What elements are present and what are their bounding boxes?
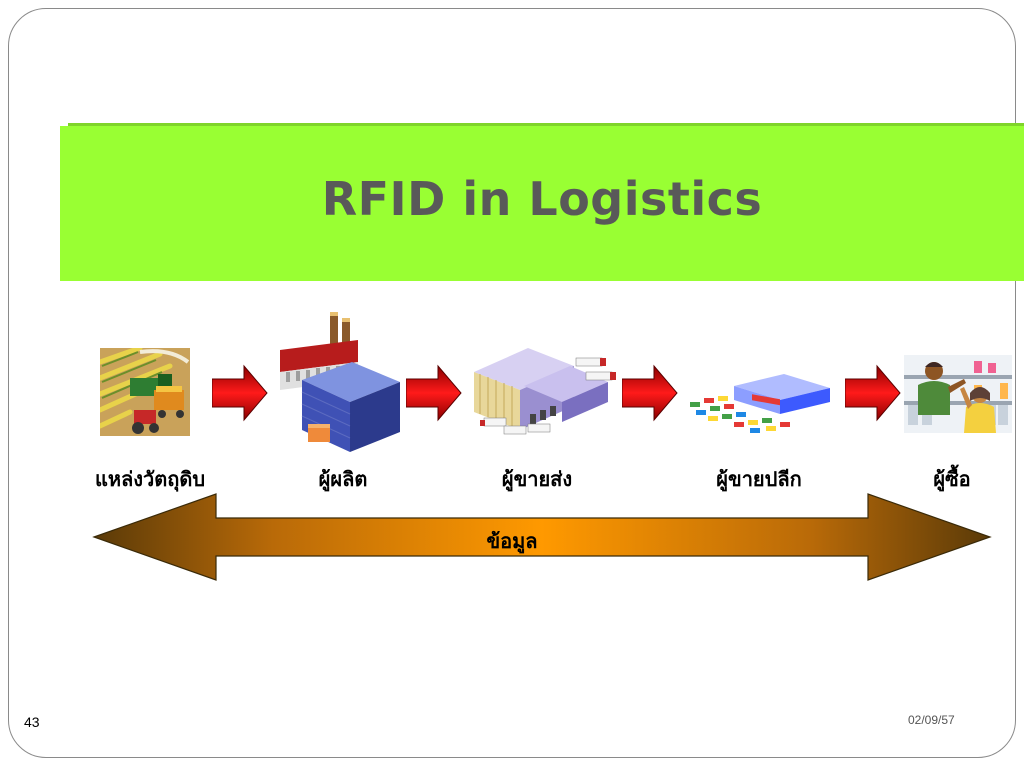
stage-label-buyer: ผู้ซื้อ bbox=[933, 467, 971, 491]
slide-date: 02/09/57 bbox=[908, 713, 955, 727]
retail-store-icon bbox=[690, 374, 830, 433]
flow-arrow-3 bbox=[622, 364, 678, 422]
slide-title: RFID in Logistics bbox=[321, 172, 763, 226]
farm-harvest-icon bbox=[100, 348, 190, 436]
title-band: RFID in Logistics bbox=[60, 123, 1024, 281]
stage-label-wholesaler: ผู้ขายส่ง bbox=[501, 467, 573, 491]
info-flow-label: ข้อมูล bbox=[486, 529, 538, 553]
flow-arrow-1 bbox=[212, 364, 268, 422]
shopper-icon bbox=[904, 355, 1012, 433]
info-flow-double-arrow bbox=[92, 493, 992, 581]
stage-label-retailer: ผู้ขายปลีก bbox=[716, 467, 802, 491]
flow-arrow-2 bbox=[406, 364, 462, 422]
stage-label-raw-material: แหล่งวัตถุดิบ bbox=[94, 467, 206, 491]
flow-arrow-4 bbox=[845, 364, 901, 422]
factory-icon bbox=[280, 312, 400, 452]
page-number: 43 bbox=[24, 714, 40, 730]
stage-label-manufacturer: ผู้ผลิต bbox=[318, 467, 368, 491]
warehouse-icon bbox=[474, 348, 616, 435]
